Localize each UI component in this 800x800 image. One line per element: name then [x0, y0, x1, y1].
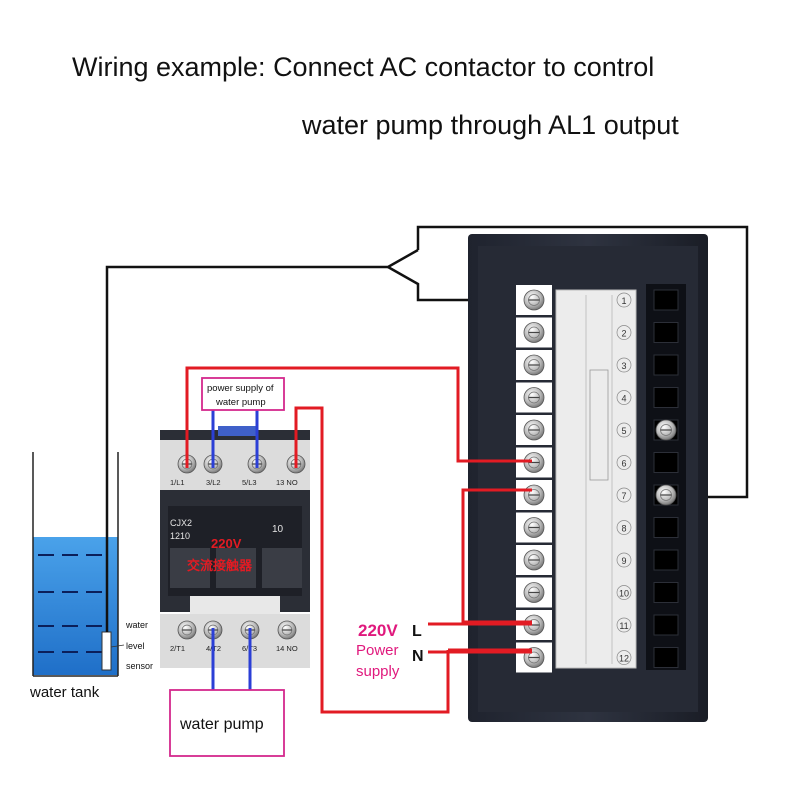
right-terminal-slot — [653, 582, 679, 603]
right-terminal-slot — [653, 289, 679, 311]
contactor-bottom-screw — [277, 620, 297, 640]
live-label: L — [412, 623, 422, 640]
contactor-bottom-screw — [177, 620, 197, 640]
terminal-number: 1 — [621, 296, 626, 306]
left-terminal-screw — [523, 484, 545, 506]
left-terminal-screw — [523, 289, 545, 311]
left-terminal-screw — [523, 549, 545, 571]
contactor-top-label-3: 5/L3 — [242, 478, 257, 487]
terminal-number: 2 — [621, 329, 626, 339]
right-terminal-block — [646, 284, 686, 670]
right-terminal-slot — [653, 614, 679, 636]
right-terminal-slot — [653, 354, 679, 376]
contactor-label-strip — [218, 426, 258, 436]
right-terminal-slot — [653, 387, 679, 408]
title-line-1: Wiring example: Connect AC contactor to … — [72, 52, 655, 82]
red-wires — [185, 366, 532, 714]
contactor-bottom-label-1: 2/T1 — [170, 644, 185, 653]
right-terminal-screw-al1b — [655, 484, 677, 506]
terminal-number: 12 — [619, 654, 629, 664]
terminal-number: 5 — [621, 426, 626, 436]
supply-label-1: Power — [356, 642, 399, 659]
sensor-leader — [110, 644, 125, 648]
right-terminal-slot — [653, 322, 679, 343]
right-terminal-slot — [653, 549, 679, 571]
tank-label: water tank — [29, 684, 100, 701]
contactor-voltage: 220V — [211, 536, 242, 551]
terminal-number: 10 — [619, 589, 629, 599]
terminal-number: 3 — [621, 361, 626, 371]
water-pump-label: water pump — [179, 716, 264, 733]
contactor-top-label-2: 3/L2 — [206, 478, 221, 487]
right-terminal-slot — [653, 452, 679, 473]
left-terminal-screw — [523, 419, 545, 441]
supply-label-2: supply — [356, 663, 400, 680]
right-terminal-screw-al1a — [655, 419, 677, 441]
pump-power-label-2: water pump — [215, 397, 266, 408]
terminal-number: 11 — [619, 621, 628, 631]
contactor-model: CJX2 — [170, 518, 192, 528]
left-terminal-screw — [523, 582, 545, 603]
contactor-bottom-label-4: 14 NO — [276, 644, 298, 653]
terminal-number: 6 — [621, 459, 626, 469]
terminal-label-plate — [555, 289, 637, 669]
water-pump-box — [169, 689, 285, 757]
supply-voltage: 220V — [358, 621, 398, 640]
left-terminal-screw — [523, 387, 545, 408]
blue-wires — [211, 410, 259, 690]
contactor-rating: 10 — [272, 524, 284, 535]
water-tank — [32, 452, 119, 677]
water-level-dashes — [38, 554, 102, 653]
pump-power-label-1: power supply of — [207, 383, 274, 394]
left-terminal-screw — [523, 354, 545, 376]
terminal-number: 9 — [621, 556, 626, 566]
right-terminal-slot — [653, 647, 679, 668]
contactor-model-code: 1210 — [170, 531, 190, 541]
contactor-top-label-1: 1/L1 — [170, 478, 185, 487]
right-terminal-slot — [653, 517, 679, 538]
pump-power-box — [201, 377, 285, 411]
contactor-top-label-4: 13 NO — [276, 478, 298, 487]
terminal-number: 8 — [621, 524, 626, 534]
contactor-type-cn: 交流接触器 — [187, 558, 253, 573]
right-terminal-slots — [653, 289, 679, 668]
terminal-number: 4 — [621, 394, 626, 404]
sensor-label-2: level — [126, 641, 145, 651]
terminal-number: 7 — [621, 491, 626, 501]
level-sensor-probe — [101, 631, 112, 671]
left-terminal-screw — [523, 517, 545, 538]
title-line-2: water pump through AL1 output — [302, 110, 679, 140]
sensor-label-3: sensor — [126, 661, 153, 671]
left-terminal-screw — [523, 322, 545, 343]
neutral-label: N — [412, 648, 424, 665]
sensor-label-1: water — [125, 620, 148, 630]
